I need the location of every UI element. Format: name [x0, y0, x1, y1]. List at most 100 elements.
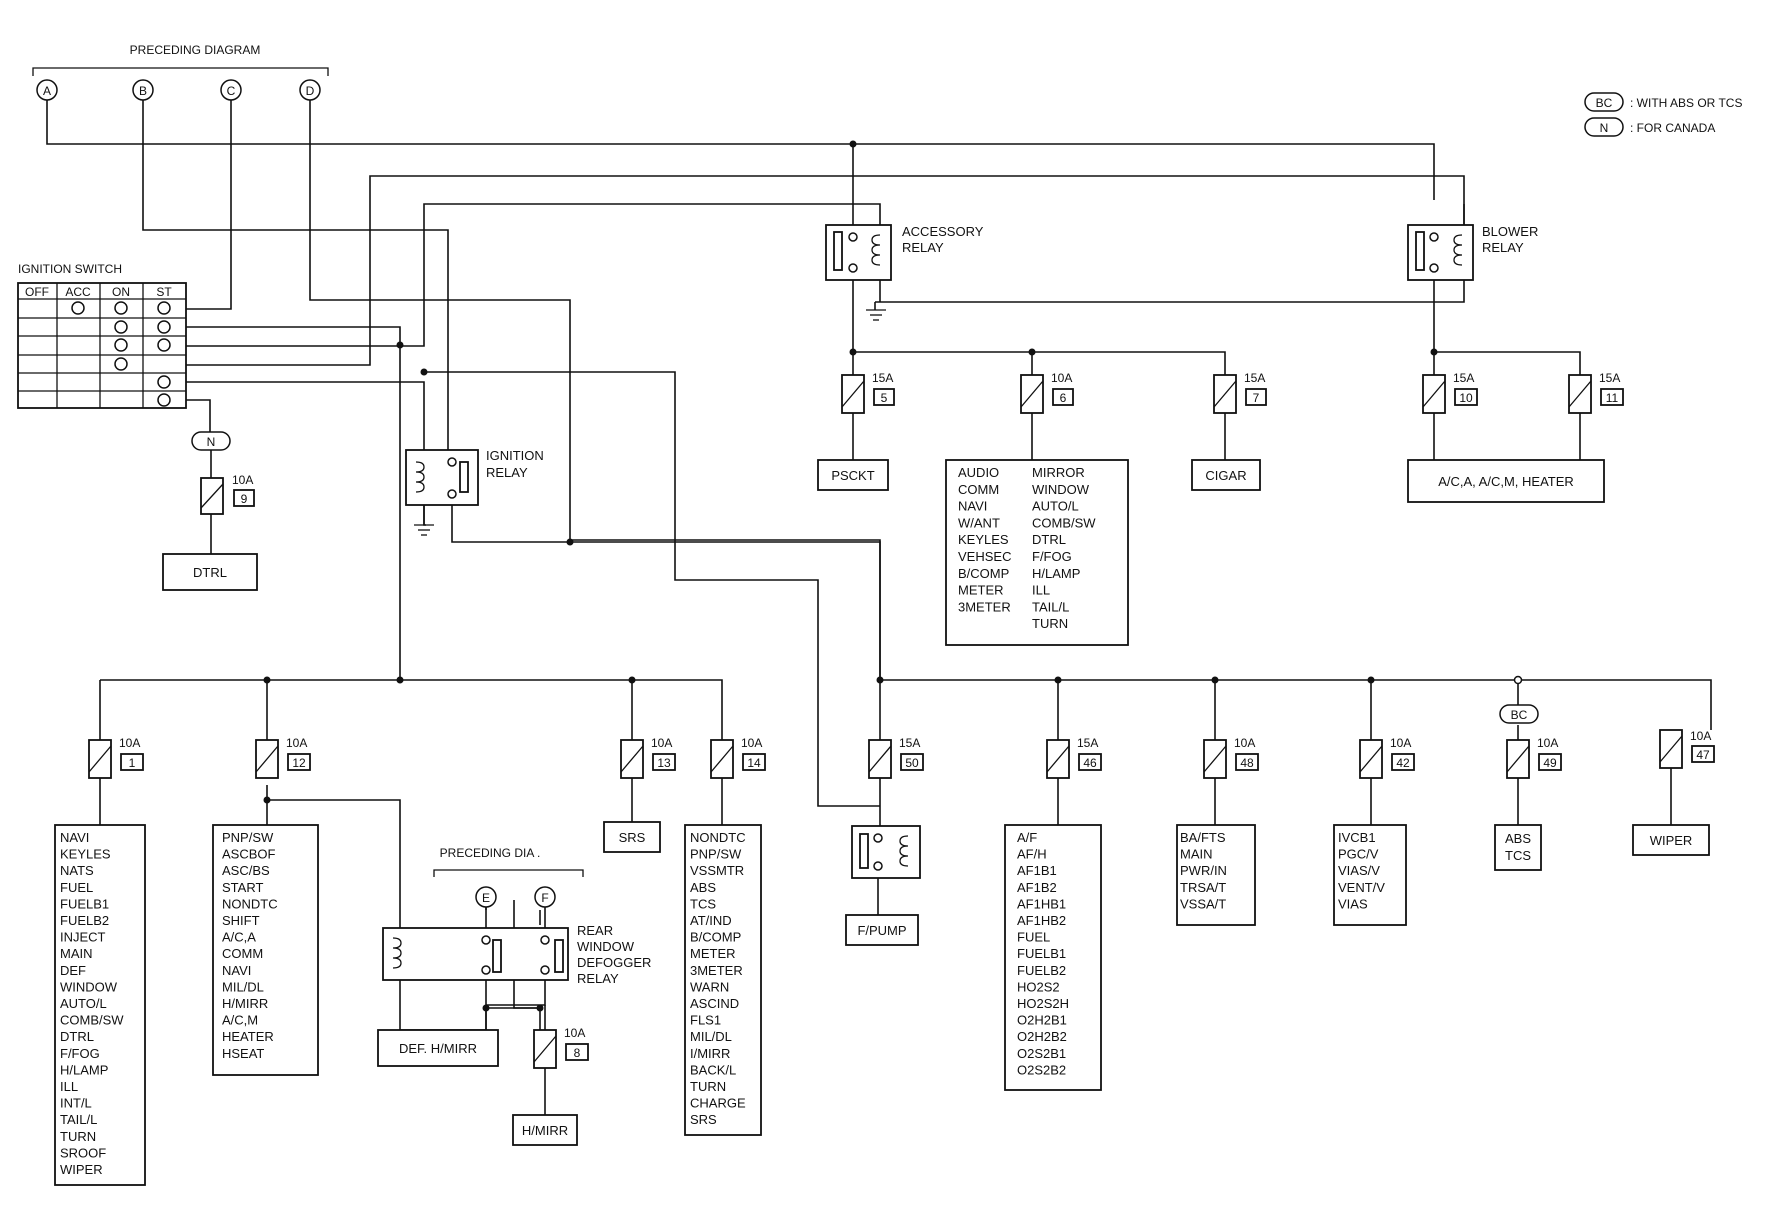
load-item: F/FOG — [60, 1046, 100, 1061]
svg-text:: FOR CANADA: : FOR CANADA — [1630, 121, 1715, 135]
load-def-hmirr: DEF. H/MIRR — [377, 1029, 499, 1067]
svg-text:15A: 15A — [1077, 736, 1098, 750]
ignition-relay: IGNITION RELAY — [405, 448, 544, 506]
load-item: VIAS — [1338, 896, 1368, 911]
load-item: A/C,M — [222, 1013, 258, 1028]
load-item: HO2S2H — [1017, 996, 1069, 1011]
load-hmirr: H/MIRR — [512, 1114, 578, 1146]
svg-text:6: 6 — [1060, 391, 1067, 405]
fuse-13: 10A 13 — [620, 736, 676, 779]
load-item: INJECT — [60, 930, 106, 945]
load-item: WINDOW — [60, 979, 118, 994]
ground-accessory — [866, 309, 886, 321]
abs-symbol: BC — [1499, 704, 1539, 724]
load-item: ASCIND — [690, 996, 739, 1011]
load-item: TURN — [690, 1079, 726, 1094]
svg-text:BC: BC — [1511, 708, 1528, 722]
load-item: H/LAMP — [60, 1062, 108, 1077]
load-item: FUELB2 — [60, 913, 109, 928]
load-item: METER — [690, 946, 736, 961]
load-item: FUELB2 — [1017, 963, 1066, 978]
load-item: COMB/SW — [1032, 515, 1096, 530]
svg-text:15A: 15A — [899, 736, 920, 750]
load-cigar: CIGAR — [1191, 459, 1261, 491]
load-item: AUDIO — [958, 465, 999, 480]
fuse-46: 15A 46 — [1046, 736, 1102, 779]
load-item: NAVI — [60, 830, 89, 845]
blower-relay: BLOWER RELAY — [1407, 224, 1538, 281]
svg-text:DTRL: DTRL — [193, 565, 227, 580]
load-item: ABS — [690, 880, 716, 895]
svg-text:CIGAR: CIGAR — [1205, 468, 1246, 483]
svg-text:9: 9 — [241, 492, 248, 506]
load-item: TCS — [690, 896, 716, 911]
load-item: VSSMTR — [690, 863, 744, 878]
svg-text:C: C — [227, 84, 236, 98]
load-item: AUTO/L — [1032, 499, 1079, 514]
load-item: VSSA/T — [1180, 896, 1226, 911]
svg-text:IGNITION: IGNITION — [486, 448, 544, 463]
fuse-49: 10A 49 — [1506, 736, 1562, 779]
load-item: NONDTC — [690, 830, 746, 845]
load-item: DTRL — [1032, 532, 1066, 547]
wires — [46, 100, 1712, 1040]
load-wiper: WIPER — [1632, 824, 1710, 856]
load-item: NONDTC — [222, 896, 278, 911]
fuse-12: 10A 12 — [255, 736, 311, 779]
load-item: TURN — [1032, 616, 1068, 631]
load-item: I/MIRR — [690, 1046, 730, 1061]
svg-text:10: 10 — [1459, 391, 1473, 405]
load-item: WIPER — [60, 1162, 103, 1177]
load-item: ILL — [1032, 583, 1050, 598]
fuse-1: 10A 1 — [88, 736, 144, 779]
svg-text:10A: 10A — [232, 473, 253, 487]
canada-symbol: N — [191, 431, 231, 451]
ground-ignition — [414, 524, 434, 536]
svg-text:42: 42 — [1396, 756, 1410, 770]
svg-text:ACC: ACC — [65, 285, 91, 299]
svg-text:RELAY: RELAY — [577, 971, 619, 986]
load-item: VENT/V — [1338, 880, 1385, 895]
svg-text:10A: 10A — [1234, 736, 1255, 750]
load-item: IVCB1 — [1338, 830, 1376, 845]
svg-text:SRS: SRS — [619, 830, 646, 845]
load-item: HEATER — [222, 1029, 274, 1044]
load-ac-heater: A/C,A, A/C,M, HEATER — [1407, 459, 1605, 503]
connector-b: B — [132, 79, 154, 101]
svg-text:47: 47 — [1696, 748, 1710, 762]
legend-bc: BC : WITH ABS OR TCS — [1584, 92, 1742, 112]
load-item: TAIL/L — [60, 1112, 97, 1127]
load-item: ASC/BS — [222, 863, 270, 878]
svg-text:10A: 10A — [286, 736, 307, 750]
svg-text:REAR: REAR — [577, 923, 613, 938]
load-item: SHIFT — [222, 913, 260, 928]
load-f12-list: PNP/SWASCBOFASC/BSSTARTNONDTCSHIFTA/C,AC… — [212, 824, 319, 1076]
fuse-47: 10A 47 — [1659, 729, 1715, 769]
load-item: TRSA/T — [1180, 880, 1226, 895]
load-item: FUELB1 — [60, 896, 109, 911]
load-item: PNP/SW — [222, 830, 274, 845]
svg-text:A: A — [43, 84, 51, 98]
load-item: INT/L — [60, 1096, 92, 1111]
load-item: COMM — [958, 482, 999, 497]
fuse-11: 15A 11 — [1568, 371, 1624, 414]
load-item: BACK/L — [690, 1062, 736, 1077]
load-item: O2H2B2 — [1017, 1029, 1067, 1044]
fuse-6: 10A 6 — [1020, 371, 1074, 414]
load-item: A/C,A — [222, 930, 256, 945]
svg-text:PSCKT: PSCKT — [831, 468, 874, 483]
svg-text:RELAY: RELAY — [486, 465, 528, 480]
connector-c: C — [220, 79, 242, 101]
load-item: VEHSEC — [958, 549, 1011, 564]
svg-text:B: B — [139, 84, 147, 98]
load-item: START — [222, 880, 263, 895]
svg-text:14: 14 — [747, 756, 761, 770]
load-item: FLS1 — [690, 1013, 721, 1028]
fuse-42: 10A 42 — [1359, 736, 1415, 779]
load-item: HO2S2 — [1017, 979, 1060, 994]
load-f1-list: NAVIKEYLESNATSFUELFUELB1FUELB2INJECTMAIN… — [54, 824, 146, 1186]
load-item: BA/FTS — [1180, 830, 1226, 845]
load-item: AUTO/L — [60, 996, 107, 1011]
svg-text:10A: 10A — [1051, 371, 1072, 385]
load-srs: SRS — [603, 821, 661, 853]
